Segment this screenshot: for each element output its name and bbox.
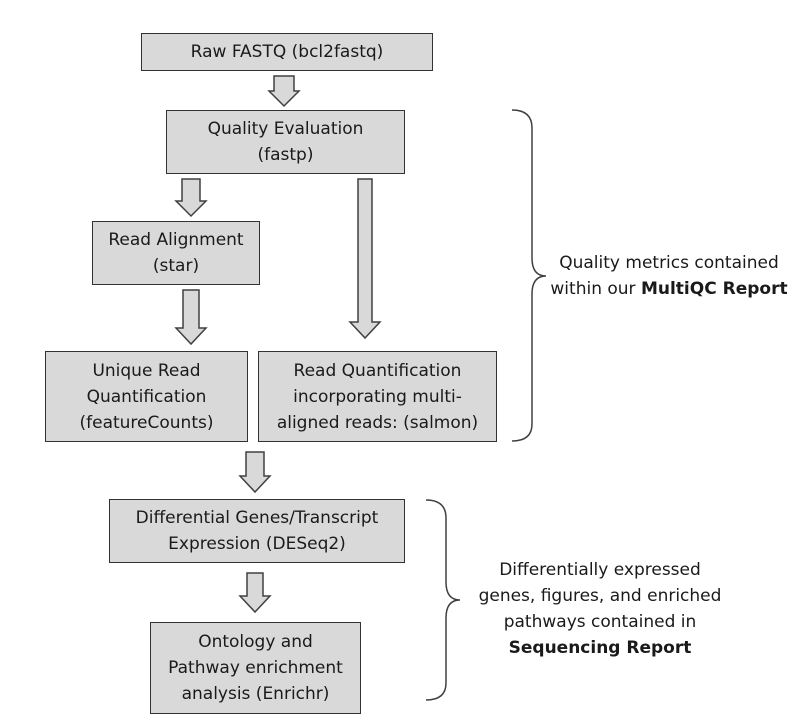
- step-unique-read-quantification: Unique Read Quantification (featureCount…: [45, 351, 248, 442]
- step-raw-fastq: Raw FASTQ (bcl2fastq): [141, 33, 433, 71]
- multiqc-note-line1: Quality metrics contained: [559, 253, 779, 273]
- step-unique-read-quantification-line2: Quantification: [86, 386, 207, 407]
- arrow-deseq-to-enrichr: [238, 572, 272, 614]
- step-salmon-quantification: Read Quantification incorporating multi-…: [258, 351, 497, 442]
- step-quality-evaluation-line1: Quality Evaluation: [207, 119, 364, 139]
- arrow-quality-to-alignment: [174, 178, 208, 218]
- arrow-alignment-to-unique: [174, 289, 208, 346]
- sequencing-brace: [425, 499, 461, 701]
- step-salmon-quantification-line1: Read Quantification: [293, 360, 462, 381]
- sequencing-note-line2: genes, figures, and enriched: [478, 586, 722, 606]
- step-salmon-quantification-line3: aligned reads: (salmon): [276, 412, 479, 433]
- step-raw-fastq-line1: Raw FASTQ (bcl2fastq): [190, 42, 384, 62]
- step-unique-read-quantification-line3: (featureCounts): [79, 412, 214, 433]
- arrow-to-deseq: [238, 451, 272, 494]
- step-read-alignment: Read Alignment (star): [92, 221, 260, 285]
- step-enrichr: Ontology and Pathway enrichment analysis…: [150, 622, 361, 714]
- step-quality-evaluation: Quality Evaluation (fastp): [166, 110, 405, 174]
- step-deseq2-line1: Differential Genes/Transcript: [135, 508, 379, 528]
- arrow-raw-to-quality: [267, 75, 301, 108]
- step-read-alignment-line1: Read Alignment: [108, 230, 244, 250]
- sequencing-note-line1: Differentially expressed: [499, 560, 701, 580]
- step-deseq2-line2: Expression (DESeq2): [168, 534, 346, 554]
- multiqc-brace: [511, 109, 547, 442]
- step-enrichr-line3: analysis (Enrichr): [181, 684, 330, 704]
- step-read-alignment-line2: (star): [152, 256, 200, 276]
- sequencing-report-label: Sequencing Report: [508, 638, 692, 658]
- step-quality-evaluation-line2: (fastp): [257, 145, 314, 165]
- sequencing-note: Differentially expressed genes, figures,…: [460, 557, 740, 661]
- step-deseq2: Differential Genes/Transcript Expression…: [109, 499, 405, 563]
- step-enrichr-line1: Ontology and: [198, 632, 313, 652]
- multiqc-note: Quality metrics contained within our Mul…: [540, 250, 798, 302]
- step-enrichr-line2: Pathway enrichment: [168, 658, 343, 678]
- arrow-quality-to-salmon: [348, 178, 382, 340]
- multiqc-note-line2-prefix: within our: [550, 279, 641, 299]
- multiqc-note-line2: within our MultiQC Report: [540, 276, 798, 302]
- step-salmon-quantification-line2: incorporating multi-: [293, 386, 462, 407]
- multiqc-report-label: MultiQC Report: [640, 279, 788, 299]
- sequencing-note-line3: pathways contained in: [503, 612, 697, 632]
- step-unique-read-quantification-line1: Unique Read: [92, 360, 201, 381]
